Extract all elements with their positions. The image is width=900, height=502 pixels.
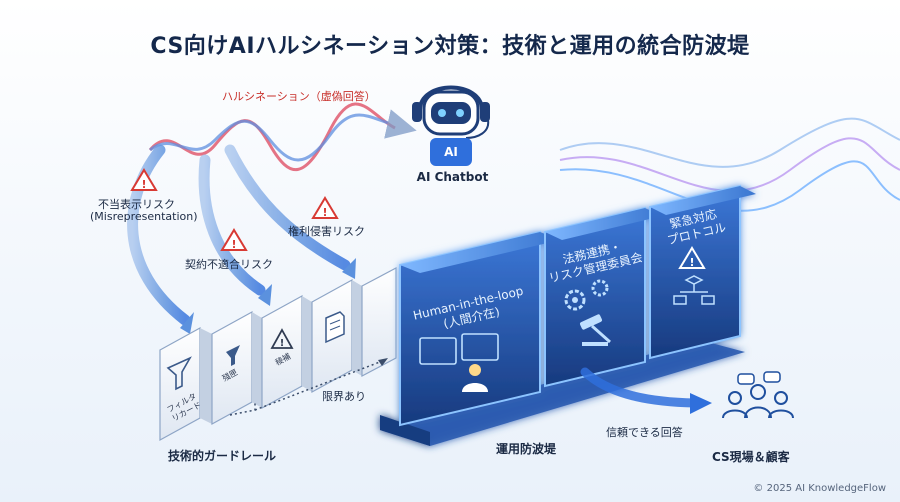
hallucination-label: ハルシネーション（虚偽回答） xyxy=(222,90,376,103)
guardrail-caption: 技術的ガードレール xyxy=(168,449,277,463)
page-title: CS向けAIハルシネーション対策：技術と運用の統合防波堤 xyxy=(150,34,750,59)
risk-label-misrepresentation: 不当表示リスク xyxy=(98,198,175,211)
copyright: © 2025 AI KnowledgeFlow xyxy=(753,483,886,494)
guardrail-blocks xyxy=(159,267,397,442)
limit-label: 限界あり xyxy=(322,390,366,403)
warning-icon-rights: ! xyxy=(311,196,339,219)
risk-sub-misrepresentation: (Misrepresentation) xyxy=(90,210,198,223)
chatbot-icon-text: AI xyxy=(444,145,458,159)
warning-icon-emergency: ! xyxy=(678,246,706,269)
reliable-answer-label: 信頼できる回答 xyxy=(606,426,683,439)
warning-icon-misrepresentation: ! xyxy=(130,168,158,191)
risk-label-rights: 権利侵害リスク xyxy=(288,225,365,238)
svg-text:!: ! xyxy=(689,256,694,269)
robot-icon xyxy=(412,85,490,166)
gavel-icon xyxy=(579,314,611,346)
risk-arrows xyxy=(127,144,351,326)
destination-label: CS現場＆顧客 xyxy=(712,450,790,464)
warning-icon-guardrail: ! xyxy=(270,328,294,349)
document-icon xyxy=(325,311,345,344)
chatbot-name: AI Chatbot xyxy=(416,170,489,184)
warning-icon-contract: ! xyxy=(220,228,248,251)
filter-icon xyxy=(166,356,192,391)
breakwater-caption: 運用防波堤 xyxy=(496,442,557,456)
svg-text:!: ! xyxy=(141,178,146,191)
speech-bubble-icon xyxy=(737,371,781,385)
hallucination-wave xyxy=(148,102,417,172)
svg-text:!: ! xyxy=(322,206,327,219)
reliable-answer-arrow xyxy=(580,367,712,414)
limit-dotted-line xyxy=(229,358,388,416)
breakwater-wall xyxy=(380,184,756,446)
funnel-icon xyxy=(226,345,240,366)
svg-text:!: ! xyxy=(231,238,236,251)
flowchart-icon xyxy=(673,275,715,305)
people-icon xyxy=(722,384,794,419)
svg-text:!: ! xyxy=(280,338,285,349)
operator-monitor-icon xyxy=(419,333,499,392)
risk-arrow-heads xyxy=(180,258,356,334)
data-wave-streams xyxy=(559,117,900,212)
risk-label-contract: 契約不適合リスク xyxy=(185,258,273,271)
gear-icon xyxy=(564,279,609,311)
